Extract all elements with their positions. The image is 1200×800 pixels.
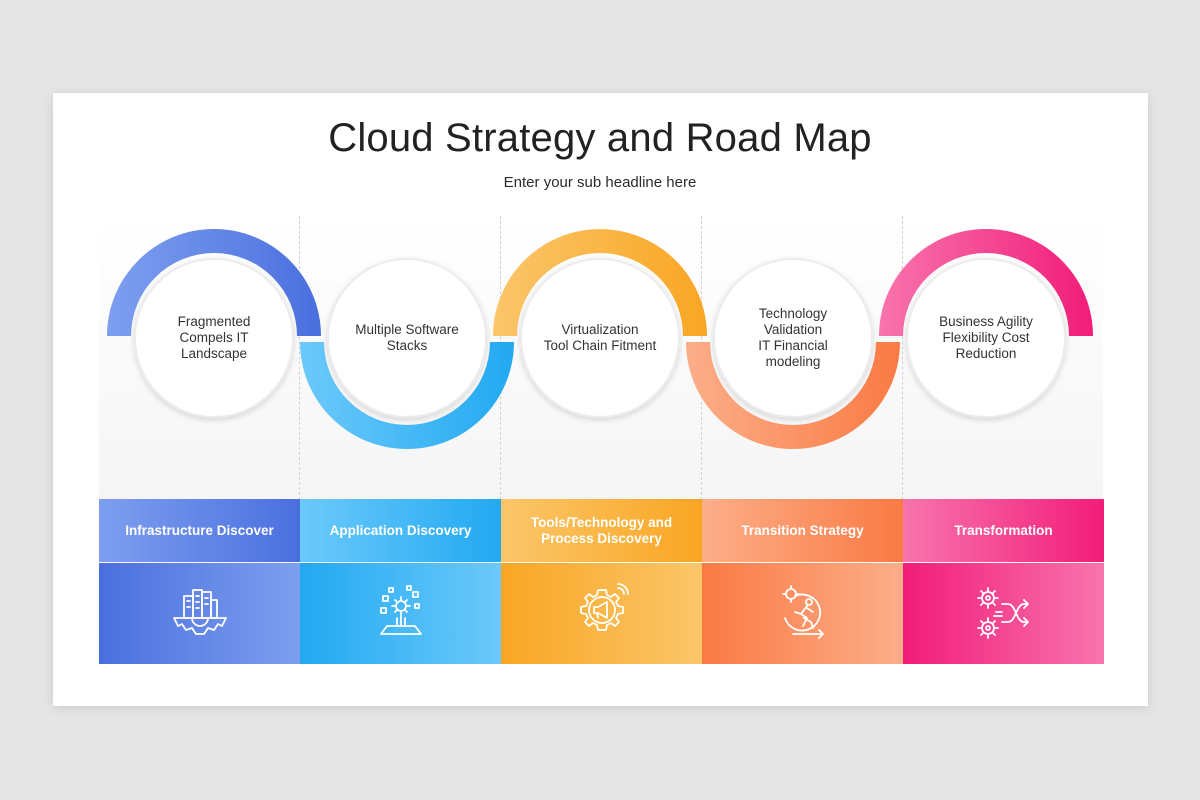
step-icon-box-4: [702, 563, 903, 664]
step-circle-2: [327, 258, 487, 418]
step-circle-5: [906, 258, 1066, 418]
step-circle-4: [713, 258, 873, 418]
arc-2: [300, 342, 514, 449]
step-icon-box-5: [903, 563, 1104, 664]
step-label-4: Transition Strategy: [702, 499, 903, 562]
column-divider: [299, 216, 300, 500]
step-icon-box-1: [99, 563, 300, 664]
city-gear-icon: [172, 588, 227, 635]
arc-4: [686, 342, 900, 449]
megaphone-gear-icon: [579, 582, 629, 631]
step-label-5: Transformation: [903, 499, 1104, 562]
app-discovery-icon: [379, 584, 422, 635]
step-label-2: Application Discovery: [300, 499, 501, 562]
step-circle-1: [134, 258, 294, 418]
circle-text-2: Multiple Software Stacks: [355, 322, 459, 353]
gears-shuffle-icon: [976, 586, 1029, 639]
step-circle-3: [520, 258, 680, 418]
column-divider: [902, 216, 903, 500]
running-person-icon: [781, 584, 824, 639]
page-title: Cloud Strategy and Road Map: [328, 116, 872, 160]
arc-3: [493, 229, 707, 336]
circle-text-3: Virtualization Tool Chain Fitment: [543, 322, 657, 353]
circle-text-1: Fragmented Compels IT Landscape: [177, 314, 251, 361]
circle-text-4: Technology Validation IT Financial model…: [758, 306, 828, 369]
page-subtitle: Enter your sub headline here: [503, 174, 697, 191]
step-icon-box-3: [501, 563, 702, 664]
circle-text-5: Business Agility Flexibility Cost Reduct…: [939, 314, 1033, 361]
step-label-1: Infrastructure Discover: [99, 499, 300, 562]
step-icon-box-2: [300, 563, 501, 664]
step-label-3: Tools/Technology and Process Discovery: [501, 499, 702, 562]
arc-5: [879, 229, 1093, 336]
arc-1: [107, 229, 321, 336]
